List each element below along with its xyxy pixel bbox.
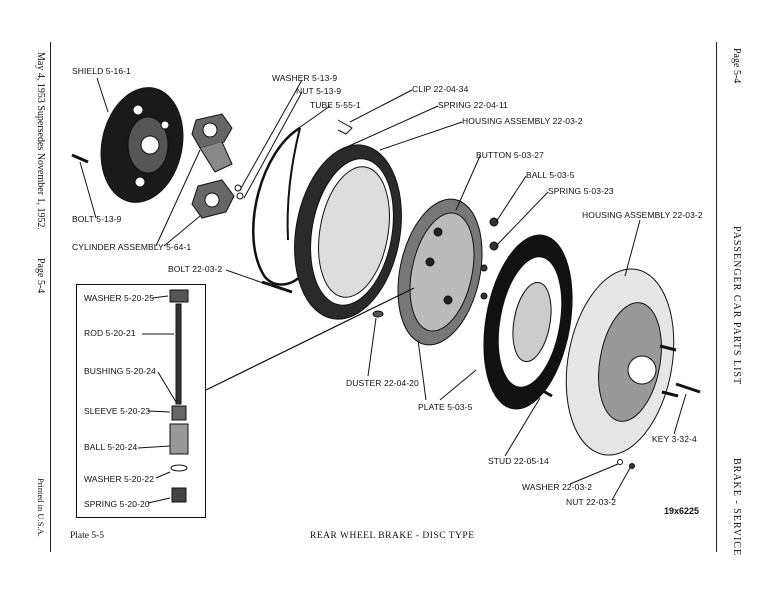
label-ball: BALL 5-03-5	[526, 170, 575, 180]
inset-parts	[137, 289, 189, 504]
inset-label-spring: SPRING 5-20-20	[84, 499, 150, 509]
inset-label-sleeve: SLEEVE 5-20-23	[84, 406, 151, 416]
label-nut-bottom: NUT 22-03-2	[566, 497, 617, 507]
inset-label-rod: ROD 5-20-21	[84, 328, 136, 338]
label-bolt-mid: BOLT 22-03-2	[168, 264, 223, 274]
label-duster: DUSTER 22-04-20	[346, 378, 419, 388]
pressure-plate-part	[397, 198, 483, 346]
label-housing-assembly-2: HOUSING ASSEMBLY 22-03-2	[582, 210, 703, 220]
label-bolt-left: BOLT 5-13-9	[72, 214, 122, 224]
inset-label-ball: BALL 5-20-24	[84, 442, 138, 452]
label-stud: STUD 22-05-14	[488, 456, 549, 466]
label-housing-assembly-1: HOUSING ASSEMBLY 22-03-2	[462, 116, 583, 126]
label-washer-bottom: WASHER 22-03-2	[522, 482, 593, 492]
label-shield: SHIELD 5-16-1	[72, 66, 131, 76]
label-plate: PLATE 5-03-5	[418, 402, 473, 412]
label-washer-top: WASHER 5-13-9	[272, 73, 338, 83]
label-tube: TUBE 5-55-1	[310, 100, 361, 110]
label-cylinder-assembly: CYLINDER ASSEMBLY 5-64-1	[72, 242, 192, 252]
bolt-left-part	[71, 153, 89, 164]
label-clip: CLIP 22-04-34	[412, 84, 469, 94]
plate-number: Plate 5-5	[70, 531, 105, 541]
finned-housing-part	[565, 268, 679, 456]
friction-disc-part	[483, 234, 573, 410]
inset-box	[76, 284, 206, 518]
inset-label-washer: WASHER 5-20-25	[84, 293, 155, 303]
inset-label-washer2: WASHER 5-20-22	[84, 474, 155, 484]
label-button: BUTTON 5-03-27	[476, 150, 544, 160]
label-spring-mid: SPRING 5-03-23	[548, 186, 614, 196]
label-nut-top: NUT 5-13-9	[296, 86, 342, 96]
cylinder-upper-part	[191, 113, 233, 173]
figure-caption: REAR WHEEL BRAKE - DISC TYPE	[310, 531, 475, 541]
shield-part	[100, 87, 184, 203]
label-spring-top: SPRING 22-04-11	[438, 100, 508, 110]
figure-number: 19x6225	[664, 506, 700, 516]
cylinder-lower-part	[191, 179, 235, 219]
inset-label-bushing: BUSHING 5-20-24	[84, 366, 156, 376]
housing-ring-part	[294, 144, 402, 320]
label-key: KEY 3-32-4	[652, 434, 697, 444]
right-margin-rule	[716, 42, 717, 552]
left-margin-rule	[50, 42, 51, 552]
